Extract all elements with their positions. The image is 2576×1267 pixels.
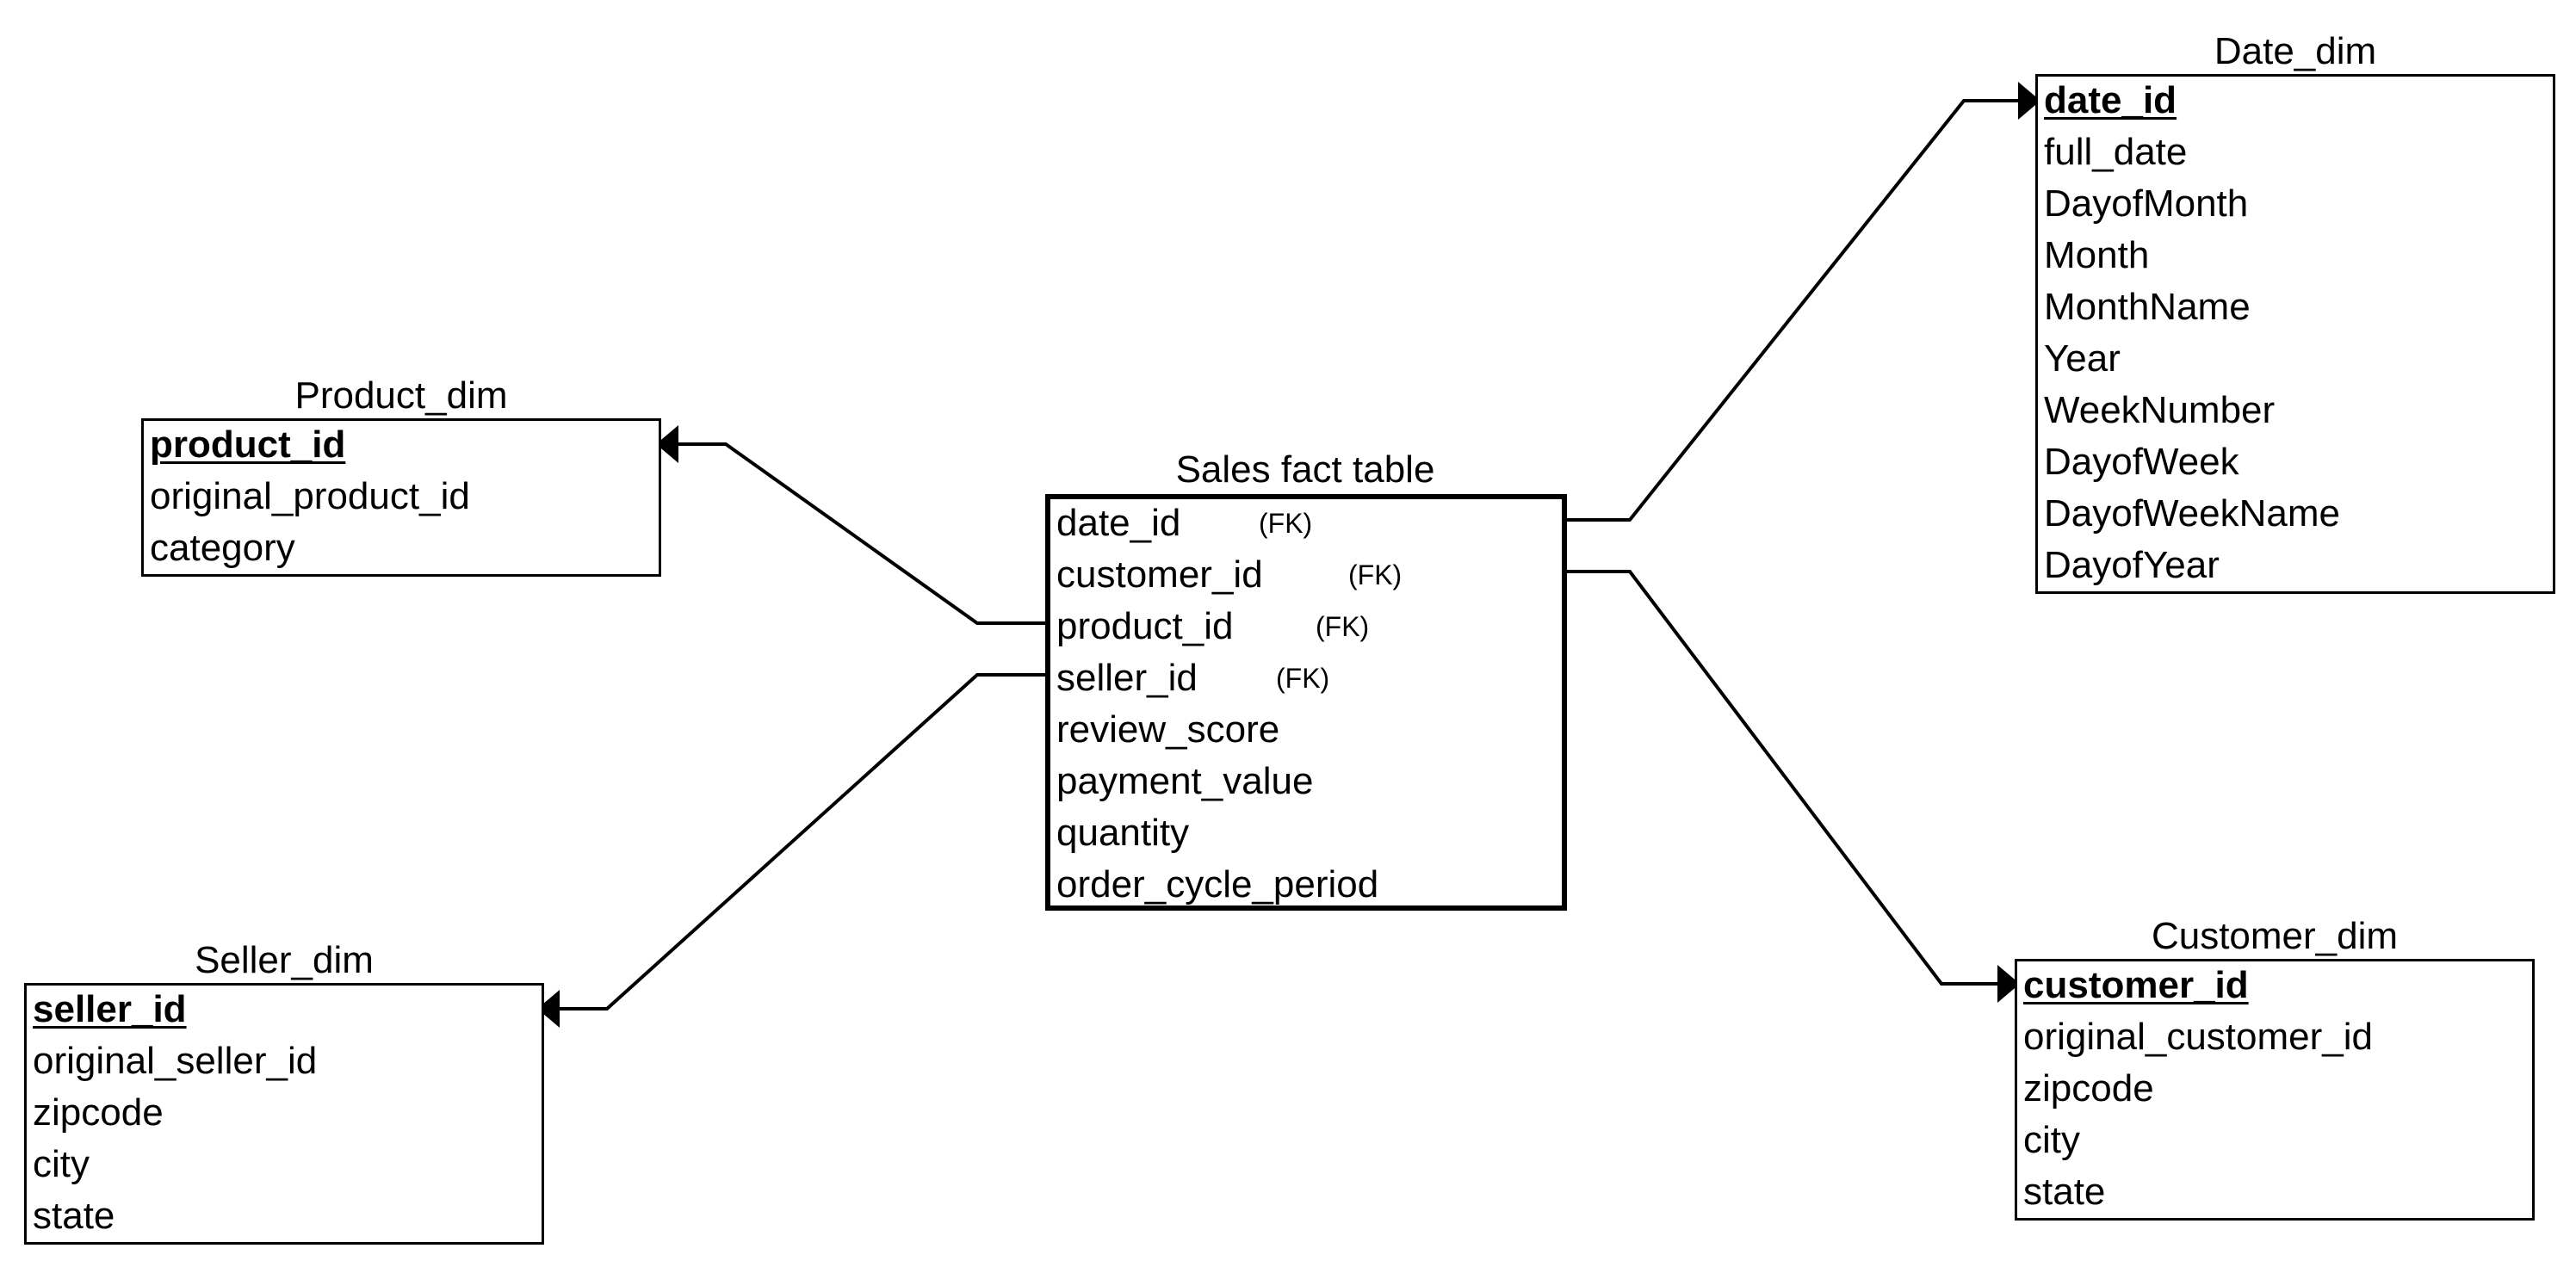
arrowhead-product xyxy=(656,425,678,463)
table-field: city xyxy=(33,1143,90,1185)
product-dim-title: Product_dim xyxy=(294,374,508,417)
fact-field: order_cycle_period xyxy=(1056,863,1379,905)
table-field: zipcode xyxy=(33,1091,164,1134)
product-dim-table: product_id original_product_id category xyxy=(141,418,661,577)
fact-field: seller_id xyxy=(1056,657,1198,699)
table-field: full_date xyxy=(2044,131,2188,173)
arrowhead-date xyxy=(2018,82,2040,120)
table-field: original_seller_id xyxy=(33,1040,318,1082)
table-field: MonthName xyxy=(2044,286,2251,328)
arrowhead-seller xyxy=(537,990,560,1028)
fact-field: product_id xyxy=(1056,605,1234,647)
date-dim-title: Date_dim xyxy=(2214,30,2377,72)
table-field: original_customer_id xyxy=(2023,1016,2373,1058)
table-field: DayofMonth xyxy=(2044,182,2249,225)
fk-marker: (FK) xyxy=(1348,559,1403,590)
connector-product xyxy=(663,442,1045,625)
primary-key: product_id xyxy=(150,423,346,466)
seller-dim-title: Seller_dim xyxy=(195,939,374,981)
fk-marker: (FK) xyxy=(1316,611,1370,642)
fk-marker: (FK) xyxy=(1259,508,1313,539)
date-dim-table: date_id full_date DayofMonth Month Month… xyxy=(2035,74,2555,594)
primary-key: date_id xyxy=(2044,79,2177,121)
connector-customer xyxy=(1565,570,2013,986)
fact-field: quantity xyxy=(1056,812,1190,854)
customer-dim-title: Customer_dim xyxy=(2151,915,2399,957)
primary-key: seller_id xyxy=(33,988,187,1030)
table-field: DayofYear xyxy=(2044,544,2220,586)
fact-table-title: Sales fact table xyxy=(1175,448,1435,491)
customer-dim-table: customer_id original_customer_id zipcode… xyxy=(2015,959,2535,1221)
seller-dim-table: seller_id original_seller_id zipcode cit… xyxy=(24,983,544,1245)
table-field: original_product_id xyxy=(150,475,470,517)
fact-field: customer_id xyxy=(1056,553,1263,596)
table-field: WeekNumber xyxy=(2044,389,2276,431)
connector-date xyxy=(1565,99,2032,522)
primary-key: customer_id xyxy=(2023,964,2249,1006)
fact-table: date_id (FK) customer_id (FK) product_id… xyxy=(1045,494,1567,911)
table-field: DayofWeekName xyxy=(2044,492,2340,535)
table-field: Year xyxy=(2044,337,2121,380)
table-field: DayofWeek xyxy=(2044,441,2239,483)
table-field: Month xyxy=(2044,234,2150,276)
arrowhead-customer xyxy=(1997,965,2020,1003)
fact-field: date_id xyxy=(1056,502,1181,544)
table-field: city xyxy=(2023,1119,2080,1161)
table-field: state xyxy=(33,1195,115,1237)
fact-field: payment_value xyxy=(1056,760,1314,802)
connector-seller xyxy=(544,673,1045,1011)
table-field: zipcode xyxy=(2023,1067,2154,1109)
table-field: state xyxy=(2023,1171,2106,1213)
fact-field: review_score xyxy=(1056,708,1280,751)
table-field: category xyxy=(150,527,295,569)
fk-marker: (FK) xyxy=(1276,663,1330,694)
